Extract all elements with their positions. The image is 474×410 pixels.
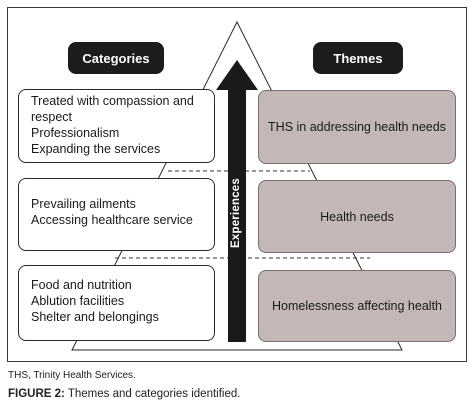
theme-box-1: THS in addressing health needs (258, 90, 456, 164)
category-box-3: Food and nutrition Ablution facilities S… (18, 265, 215, 341)
experiences-arrow (216, 60, 258, 342)
theme-box-3: Homelessness affecting health (258, 270, 456, 342)
category-item: Professionalism (31, 126, 120, 140)
themes-header: Themes (313, 42, 403, 74)
theme-box-2: Health needs (258, 180, 456, 253)
footnote: THS, Trinity Health Services. (8, 370, 136, 381)
category-item: Shelter and belongings (31, 310, 159, 324)
caption-text: Themes and categories identified. (64, 388, 241, 400)
category-item: Ablution facilities (31, 294, 125, 308)
category-box-1: Treated with compassion and respect Prof… (18, 89, 215, 163)
category-item: Prevailing ailments (31, 197, 136, 211)
category-item: Treated with compassion and (31, 94, 194, 108)
category-item: Accessing healthcare service (31, 213, 193, 227)
category-box-2: Prevailing ailments Accessing healthcare… (18, 178, 215, 251)
category-item: Expanding the services (31, 142, 161, 156)
category-item: Food and nutrition (31, 278, 132, 292)
categories-header: Categories (68, 42, 164, 74)
caption-label: FIGURE 2: (8, 388, 65, 400)
figure-caption: FIGURE 2: Themes and categories identifi… (8, 388, 240, 400)
category-item: respect (31, 110, 72, 124)
experiences-label: Experiences (230, 178, 242, 248)
